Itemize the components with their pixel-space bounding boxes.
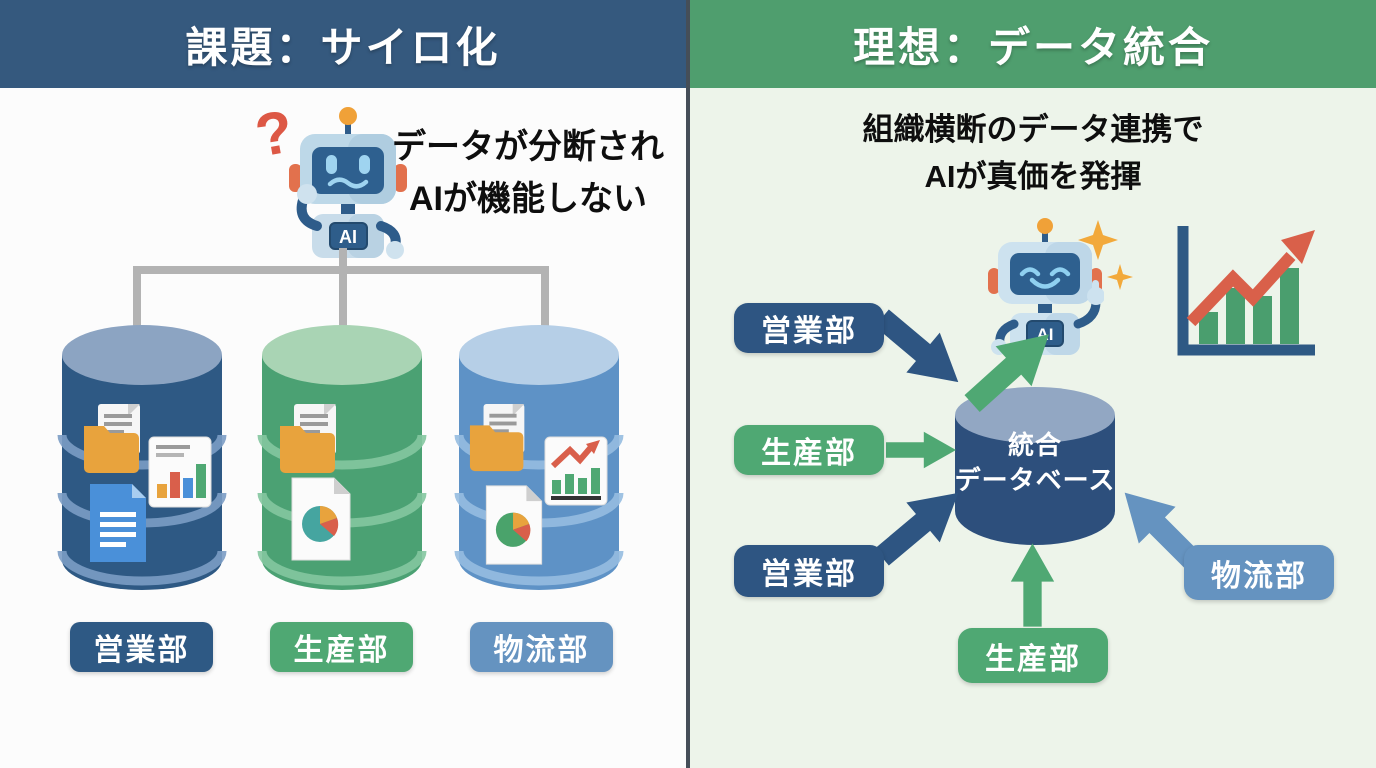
box-production2-dept: 生産部 bbox=[958, 628, 1108, 683]
left-caption-line2: AIが機能しない bbox=[409, 179, 647, 218]
ai-badge-label: AI bbox=[339, 227, 357, 247]
arrow-sales-to-db bbox=[874, 309, 959, 383]
right-caption-line1: 組織横断のデータ連携で bbox=[862, 112, 1204, 147]
left-panel-silo: 課題：サイロ化 ? AI データが分 bbox=[0, 0, 686, 768]
unified-database-label: 統合 データベース bbox=[954, 430, 1116, 496]
box-logistics-dept: 物流部 bbox=[1184, 545, 1334, 600]
arrow-production-to-db bbox=[886, 431, 956, 469]
arrow-logistics-to-db bbox=[1124, 492, 1204, 572]
box-sales-dept: 営業部 bbox=[734, 303, 884, 353]
label-sales-dept: 営業部 bbox=[70, 622, 213, 672]
left-panel-title-text: 課題：サイロ化 bbox=[185, 23, 501, 71]
right-panel-integration: 理想：データ統合 組織横断のデータ連携で AIが真価を発揮 bbox=[690, 0, 1376, 768]
folder-document-icon bbox=[84, 404, 140, 473]
folder-document-icon bbox=[469, 404, 525, 472]
robot-confused-icon: AI bbox=[289, 107, 407, 259]
arrow-db-to-chart bbox=[964, 334, 1049, 413]
unified-database-icon bbox=[955, 387, 1115, 545]
right-caption-line2: AIが真価を発揮 bbox=[924, 159, 1142, 195]
left-caption: データが分断され AIが機能しない bbox=[378, 122, 678, 225]
arrow-production2-to-db bbox=[1010, 543, 1055, 627]
sparkles-icon bbox=[1078, 220, 1133, 290]
silo-connector-lines bbox=[133, 248, 549, 330]
pie-chart-document-icon bbox=[291, 477, 351, 561]
right-panel-title-text: 理想：データ統合 bbox=[852, 23, 1213, 71]
label-logistics-dept: 物流部 bbox=[470, 622, 613, 672]
text-document-icon bbox=[90, 484, 146, 562]
folder-document-icon bbox=[280, 404, 336, 473]
arrow-sales2-to-db bbox=[874, 492, 959, 566]
box-sales2-dept: 営業部 bbox=[734, 545, 884, 597]
right-panel-title: 理想：データ統合 bbox=[690, 0, 1376, 88]
left-caption-line1: データが分断され bbox=[392, 128, 664, 166]
box-production-dept: 生産部 bbox=[734, 425, 884, 475]
robot-happy-icon: AI bbox=[988, 218, 1104, 355]
pie-chart-document-icon bbox=[485, 485, 543, 565]
label-production-dept: 生産部 bbox=[270, 622, 413, 672]
left-panel-title: 課題：サイロ化 bbox=[0, 0, 686, 88]
growth-chart-icon bbox=[1177, 226, 1315, 356]
trend-chart-document-icon bbox=[544, 436, 608, 506]
right-caption: 組織横断のデータ連携で AIが真価を発揮 bbox=[690, 106, 1376, 200]
panel-divider bbox=[686, 0, 690, 768]
bar-chart-document-icon bbox=[148, 436, 212, 508]
